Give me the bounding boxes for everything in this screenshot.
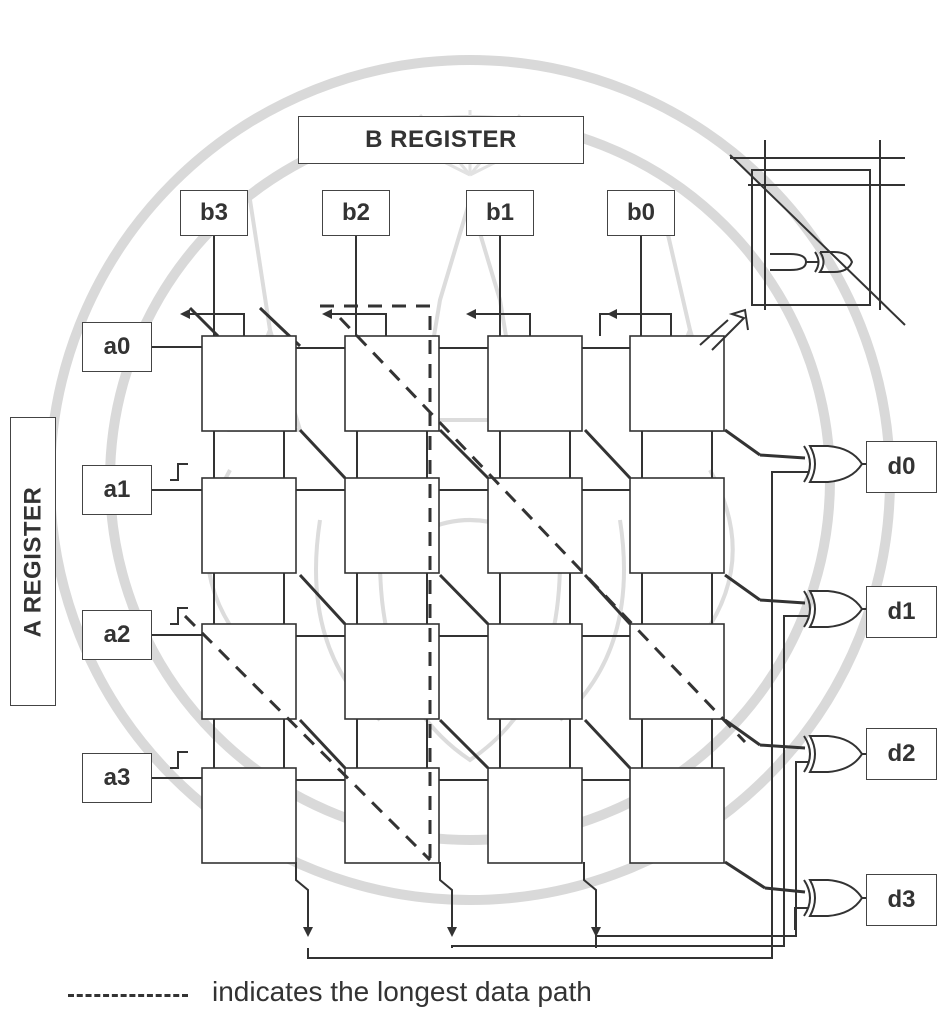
legend-dashed-line	[68, 994, 188, 997]
a1-input: a1	[82, 465, 152, 515]
b2-input: b2	[322, 190, 390, 236]
array-cell	[488, 768, 582, 863]
a2-input: a2	[82, 610, 152, 660]
carry-line	[440, 430, 488, 478]
carry-line	[725, 862, 765, 888]
array-cell	[630, 336, 724, 431]
b0-label: b0	[627, 199, 655, 227]
a-register-label: A REGISTER	[19, 486, 47, 637]
b3-label: b3	[200, 199, 228, 227]
array-cell	[345, 478, 439, 573]
carry-line	[300, 430, 345, 478]
carry-line	[585, 430, 630, 478]
d0-output: d0	[866, 441, 937, 493]
sum-line-d0	[760, 455, 805, 458]
inset-wire	[730, 155, 905, 325]
b-register-label: B REGISTER	[365, 126, 517, 154]
a0-label: a0	[104, 333, 131, 361]
b0-input: b0	[607, 190, 675, 236]
array-cell	[488, 624, 582, 719]
inset-frame	[752, 170, 870, 305]
bottom-carry-arrow	[584, 862, 596, 935]
d3-label: d3	[887, 886, 915, 914]
ground-symbol	[170, 464, 188, 480]
d1-output: d1	[866, 586, 937, 638]
and-gate	[770, 254, 806, 270]
a0-input: a0	[82, 322, 152, 372]
array-cell	[630, 478, 724, 573]
carry-line	[585, 720, 630, 768]
array-cell	[202, 768, 296, 863]
array-cell	[202, 478, 296, 573]
legend-text: indicates the longest data path	[212, 976, 592, 1008]
carry-line	[300, 720, 345, 768]
xor-gate	[804, 736, 862, 772]
array-cell	[488, 336, 582, 431]
sum-line-d2	[760, 745, 805, 748]
array-cell	[488, 478, 582, 573]
ground-symbol	[170, 752, 188, 768]
array-cell	[630, 768, 724, 863]
d3-output: d3	[866, 874, 937, 926]
b3-input: b3	[180, 190, 248, 236]
array-cell	[345, 768, 439, 863]
carry-line	[300, 575, 345, 624]
b1-label: b1	[486, 199, 514, 227]
carry-line	[440, 720, 488, 768]
array-cell	[345, 336, 439, 431]
bottom-carry-arrow	[440, 862, 452, 935]
a-register: A REGISTER	[10, 417, 56, 706]
d2-output: d2	[866, 728, 937, 780]
d0-label: d0	[887, 453, 915, 481]
d2-label: d2	[887, 740, 915, 768]
a2-label: a2	[104, 621, 131, 649]
carry-line	[725, 575, 760, 600]
b2-label: b2	[342, 199, 370, 227]
sum-line-d1	[760, 600, 805, 603]
xor-gate	[804, 591, 862, 627]
a3-input: a3	[82, 753, 152, 803]
array-cell	[202, 336, 296, 431]
bottom-carry-arrow	[296, 862, 308, 935]
carry-line	[440, 575, 488, 624]
carry-line	[725, 430, 760, 455]
d1-label: d1	[887, 598, 915, 626]
xor-gate	[804, 446, 862, 482]
array-cell	[345, 624, 439, 719]
array-cell	[202, 624, 296, 719]
b1-input: b1	[466, 190, 534, 236]
xor-gate	[804, 880, 862, 916]
a3-label: a3	[104, 764, 131, 792]
a1-label: a1	[104, 476, 131, 504]
ground-symbol	[600, 314, 610, 336]
b-register: B REGISTER	[298, 116, 584, 164]
